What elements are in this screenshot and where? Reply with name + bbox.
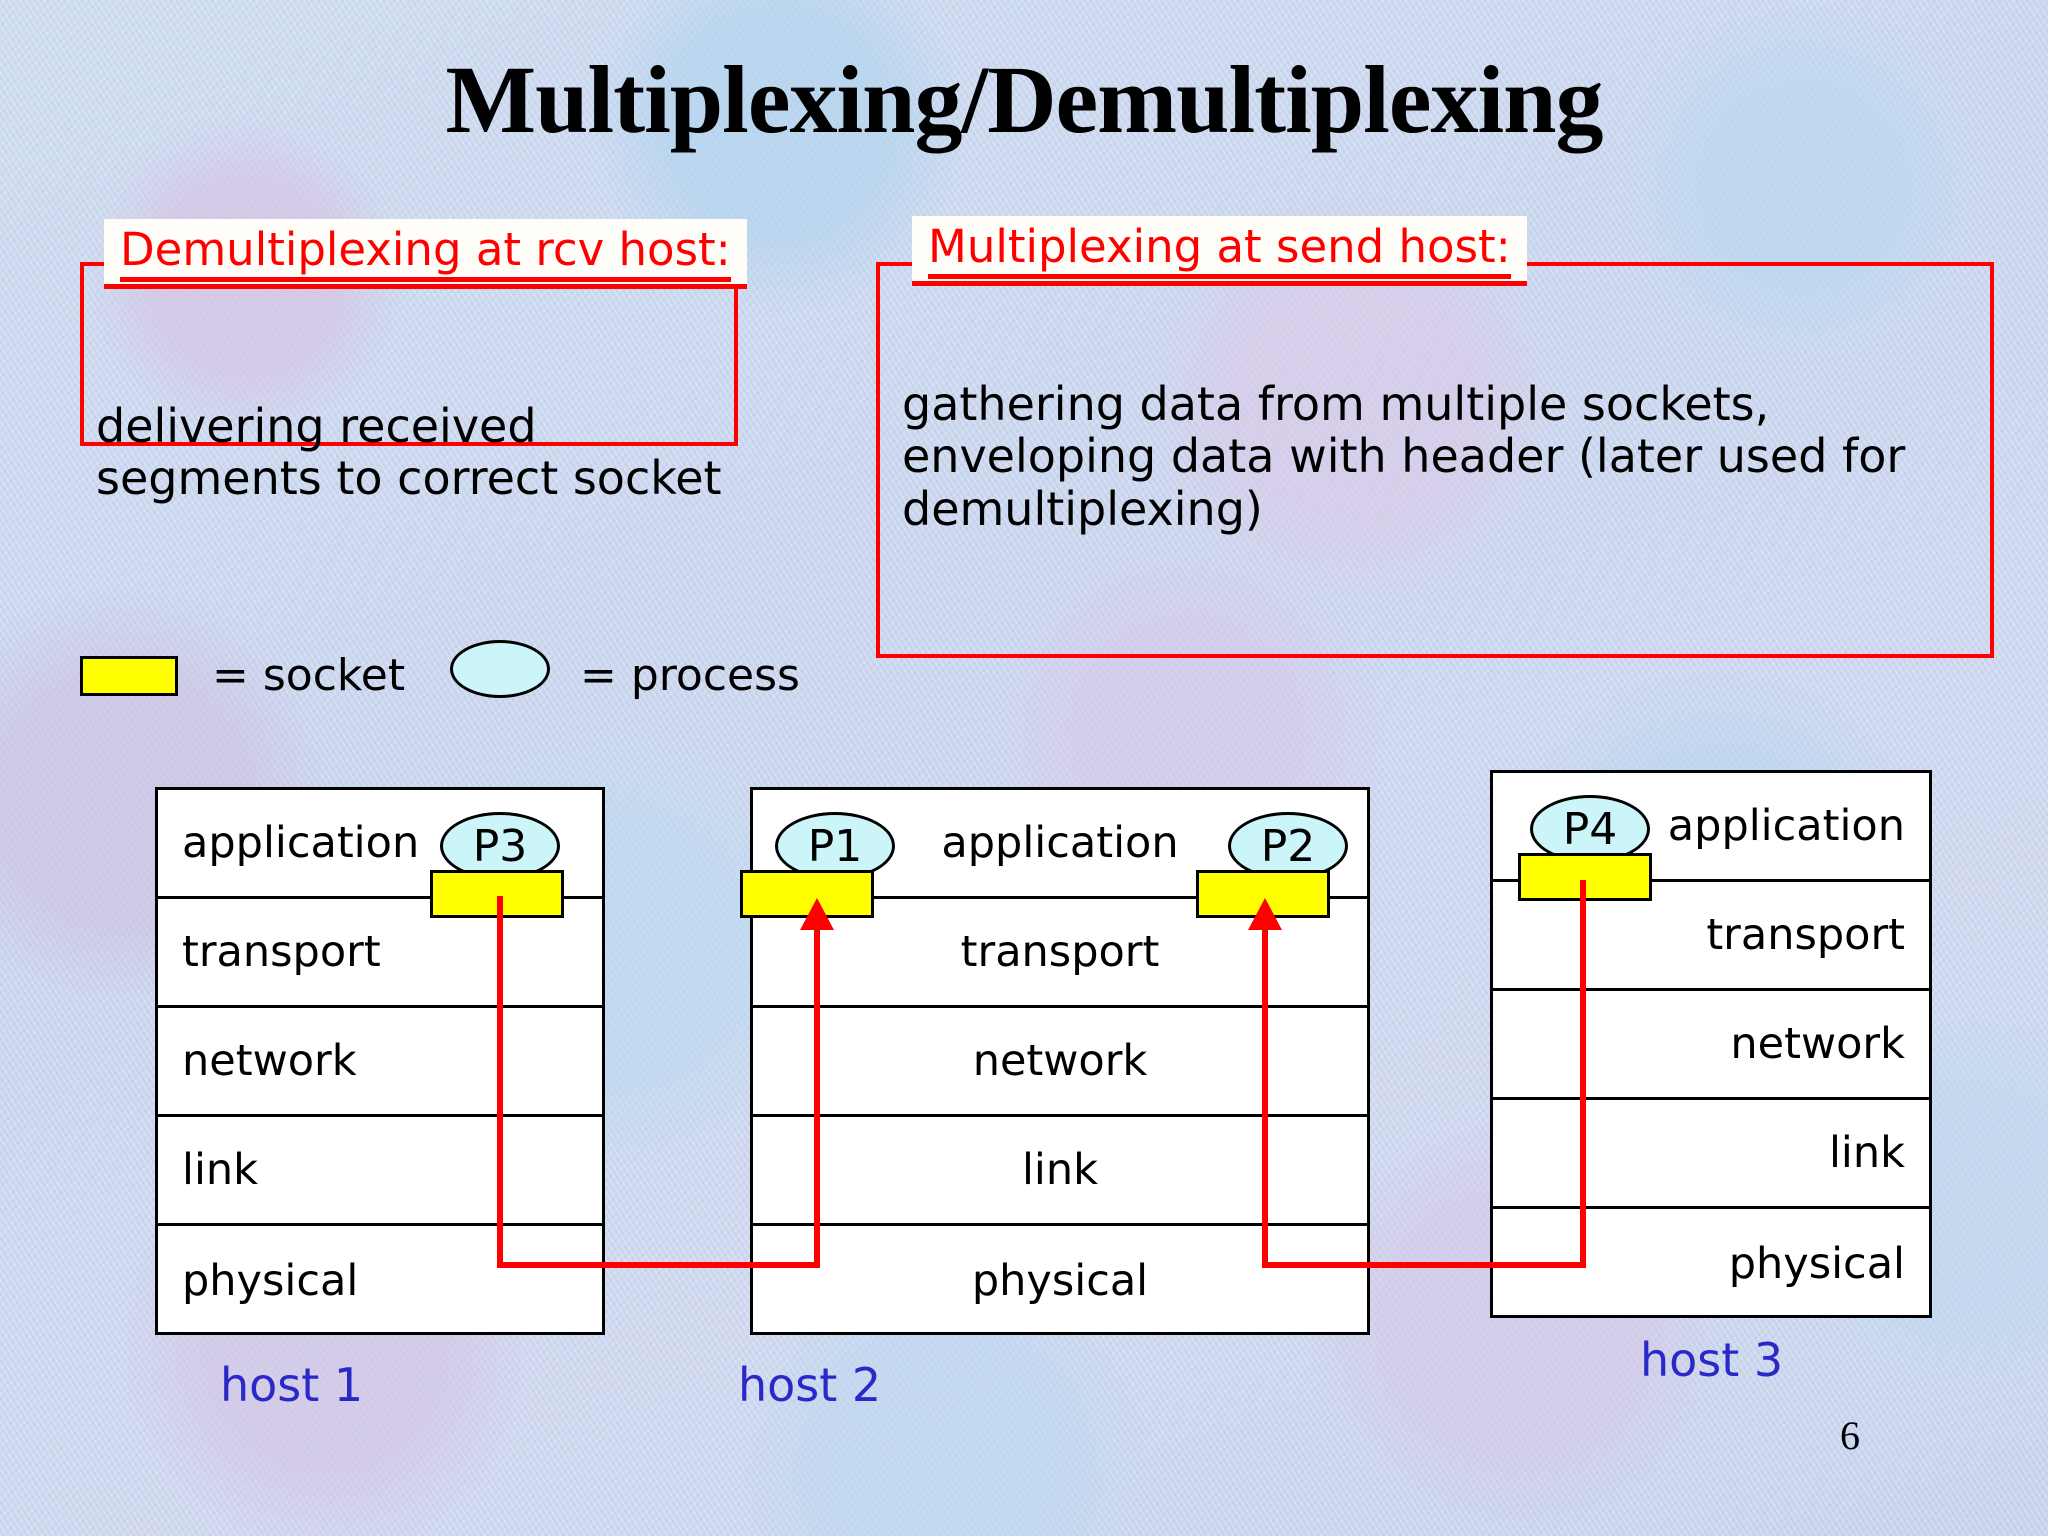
host-1-layer-link: link — [158, 1117, 602, 1226]
datapath-host1-to-host2 — [497, 1262, 820, 1268]
legend-socket-swatch — [80, 656, 178, 696]
arrowhead-into-socket-p2 — [1248, 898, 1282, 930]
host-1-layer-transport: transport — [158, 899, 602, 1008]
host-3-layer-network: network — [1493, 991, 1929, 1100]
host-3-layer-link: link — [1493, 1100, 1929, 1209]
host-1-caption: host 1 — [220, 1358, 364, 1412]
host-3-caption: host 3 — [1640, 1333, 1784, 1387]
page-number: 6 — [1840, 1413, 1860, 1458]
host-2-layer-transport: transport — [753, 899, 1367, 1008]
host-1-layer-physical: physical — [182, 1255, 359, 1306]
host-3-layer-physical: physical — [1728, 1238, 1905, 1289]
host-2-layer-physical: physical — [971, 1255, 1149, 1306]
datapath-host2-up-to-p2 — [1262, 924, 1268, 1268]
multiplexing-heading: Multiplexing at send host: — [912, 216, 1527, 286]
multiplexing-body-text: gathering data from multiple sockets, en… — [902, 377, 1906, 536]
host-1-layer-network: network — [158, 1008, 602, 1117]
host-1-protocol-stack: application transport network link physi… — [155, 787, 605, 1335]
legend-process-label: = process — [580, 650, 800, 701]
process-p3: P3 — [440, 812, 560, 880]
host-3-layer-application: application — [1493, 773, 1929, 882]
demultiplexing-heading: Demultiplexing at rcv host: — [104, 219, 747, 289]
legend-process-swatch — [450, 640, 550, 698]
legend-socket-label: = socket — [212, 650, 406, 701]
host-2-layer-link: link — [753, 1117, 1367, 1226]
datapath-host2-up-to-p1 — [814, 924, 820, 1268]
arrowhead-into-socket-p1 — [800, 898, 834, 930]
host-2-layer-application: application — [753, 790, 1367, 899]
datapath-host1-down — [497, 896, 503, 1268]
process-p4: P4 — [1530, 795, 1650, 863]
host-2-caption: host 2 — [738, 1358, 882, 1412]
slide-title: Multiplexing/Demultiplexing — [445, 46, 1603, 153]
datapath-host3-down — [1580, 880, 1586, 1268]
host-1-layer-application: application — [158, 790, 602, 899]
host-2-layer-network: network — [753, 1008, 1367, 1117]
demultiplexing-body-text: delivering received segments to correct … — [96, 399, 722, 506]
datapath-host2-to-host3 — [1262, 1262, 1586, 1268]
multiplexing-heading-text: Multiplexing at send host: — [928, 224, 1511, 279]
demultiplexing-heading-text: Demultiplexing at rcv host: — [120, 227, 731, 282]
host-3-layer-transport: transport — [1493, 882, 1929, 991]
